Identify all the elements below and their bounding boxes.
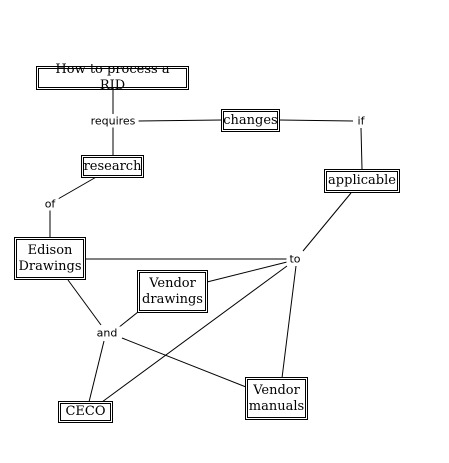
concept-edison-drawings[interactable]: Edison Drawings	[14, 237, 86, 280]
line-to-vendormanuals	[281, 265, 297, 379]
line-and-ceco	[88, 340, 105, 403]
concept-applicable[interactable]: applicable	[324, 169, 400, 193]
link-of[interactable]: of	[41, 197, 59, 211]
concept-vendor-manuals[interactable]: Vendor manuals	[245, 377, 308, 420]
concept-vendor-drawings[interactable]: Vendor drawings	[137, 270, 208, 313]
link-to[interactable]: to	[286, 252, 304, 266]
link-if[interactable]: if	[354, 114, 368, 128]
line-research-of	[57, 175, 99, 200]
line-changes-if	[278, 119, 354, 122]
concept-research[interactable]: research	[81, 155, 144, 178]
concept-ceco[interactable]: CECO	[58, 401, 113, 423]
line-edison-and	[67, 279, 102, 326]
line-if-applicable	[360, 127, 363, 170]
line-to-ceco	[101, 265, 288, 403]
line-requires-changes	[137, 119, 223, 122]
line-and-vendormanuals	[121, 337, 247, 388]
concept-changes[interactable]: changes	[221, 109, 280, 132]
line-vendordrawings-to	[206, 261, 288, 283]
link-and[interactable]: and	[93, 326, 121, 340]
concept-how-to-process-a-rid[interactable]: How to process a RID	[36, 62, 189, 93]
link-requires[interactable]: requires	[87, 114, 139, 128]
line-applicable-to	[302, 192, 352, 252]
line-and-vendordrawings	[117, 311, 139, 329]
